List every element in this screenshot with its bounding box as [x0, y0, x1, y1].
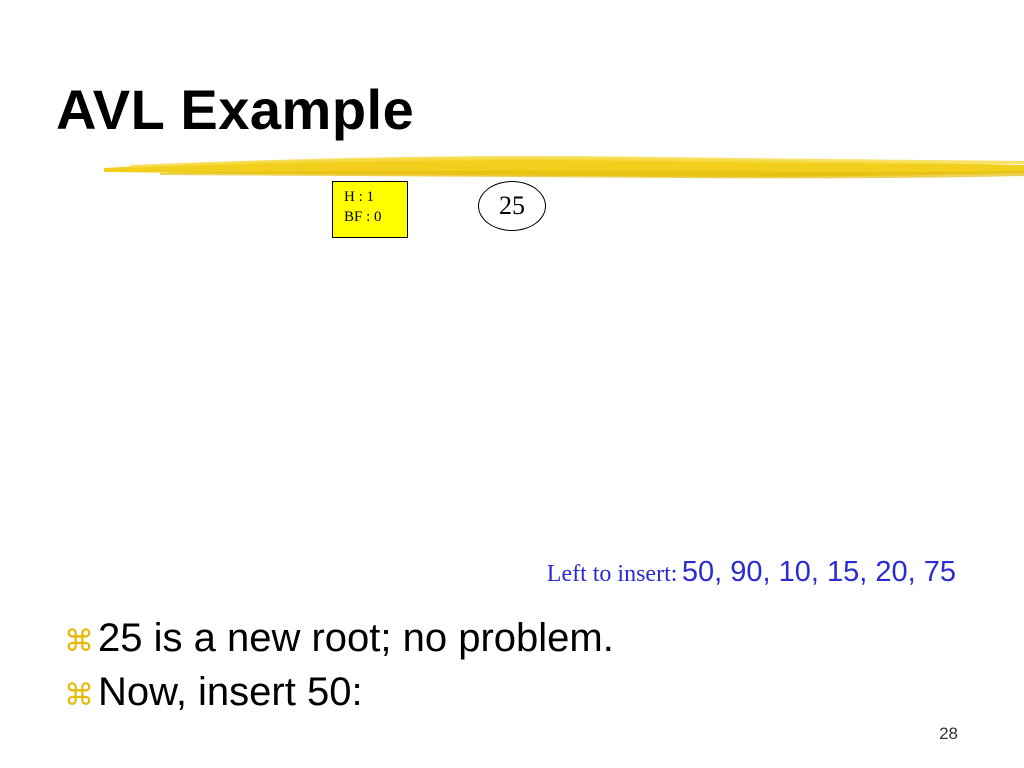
- balance-factor-label: BF : 0: [344, 209, 382, 225]
- bullet-text: Now, insert 50:: [98, 670, 363, 714]
- command-key-bullet-icon: ⌘: [64, 624, 94, 659]
- slide-title: AVL Example: [56, 78, 415, 141]
- page-number: 28: [939, 724, 958, 743]
- remaining-label: Left to insert:: [546, 561, 678, 587]
- node-info-box: H : 1 BF : 0: [332, 181, 408, 238]
- bullet-text: 25 is a new root; no problem.: [98, 616, 614, 660]
- list-item: ⌘ Now, insert 50:: [64, 670, 614, 724]
- list-item: ⌘ 25 is a new root; no problem.: [64, 616, 614, 670]
- height-label: H : 1: [344, 189, 374, 205]
- remaining-inserts: Left to insert: 50, 90, 10, 15, 20, 75: [547, 556, 956, 589]
- remaining-values: 50, 90, 10, 15, 20, 75: [681, 556, 956, 588]
- bullet-list: ⌘ 25 is a new root; no problem. ⌘ Now, i…: [64, 616, 614, 724]
- command-key-bullet-icon: ⌘: [64, 678, 94, 713]
- tree-node-root: 25: [478, 181, 546, 231]
- tree-node-value: 25: [499, 191, 525, 220]
